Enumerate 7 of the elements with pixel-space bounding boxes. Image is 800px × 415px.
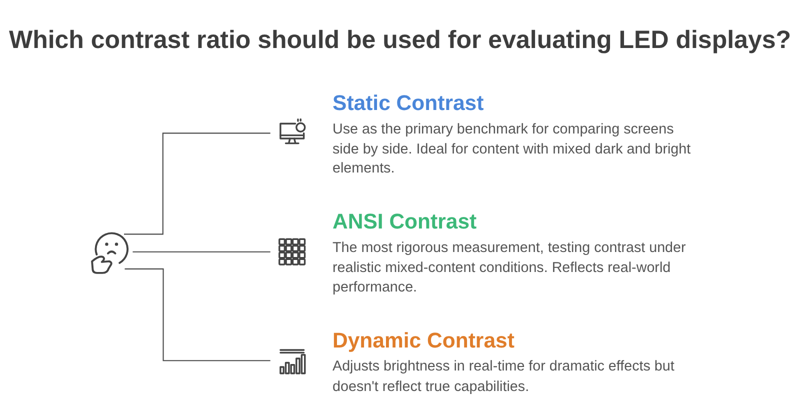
node-text: Dynamic Contrast Adjusts brightness in real-time for dramatic effects but doesn't reflect true capabilities. [332,329,674,394]
connector [132,251,271,252]
title: Which contrast ratio should be used for evaluating LED displays? [8,25,792,56]
node-text: Static Contrast Use as the primary benchmark for comparing screens side by side. Ideal for content with mixed dark and bright elements. [332,92,691,176]
node-text: ANSI Contrast The most rigorous measurement, testing contrast under realistic mixed-content conditions. Reflects real-world performance. [332,210,686,295]
connector [124,132,271,235]
connector [124,268,271,362]
